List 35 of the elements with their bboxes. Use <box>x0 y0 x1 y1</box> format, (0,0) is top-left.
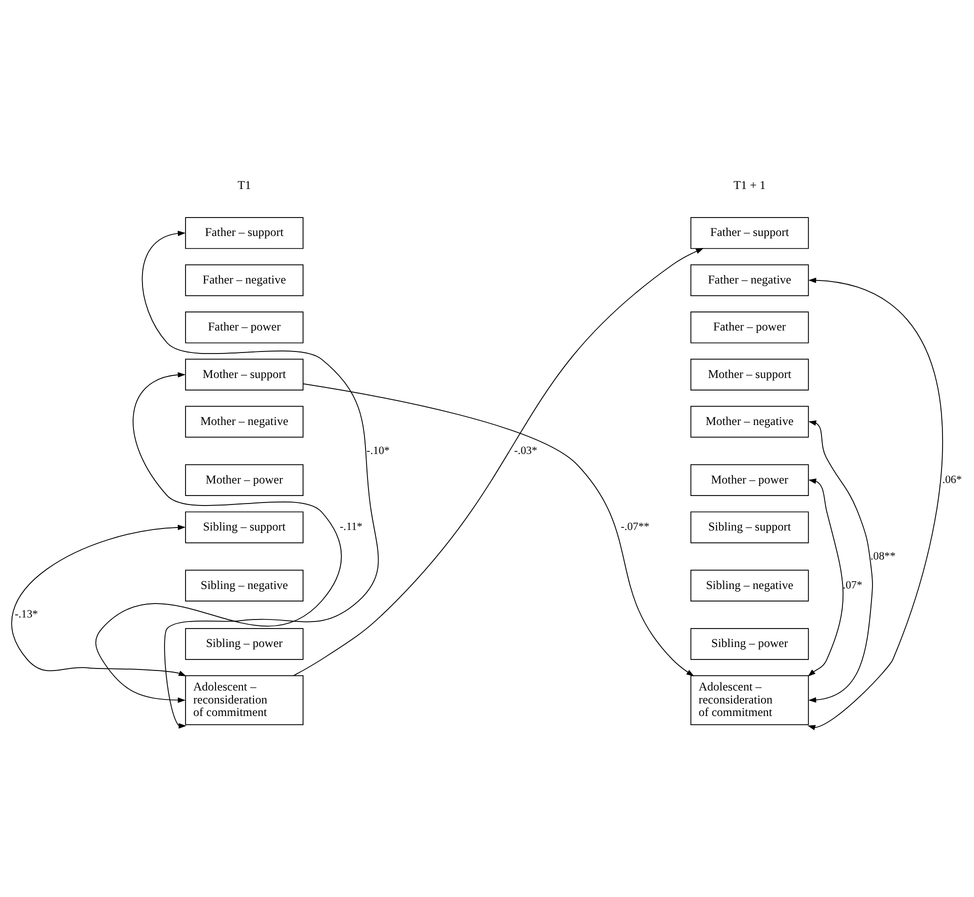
edge-label: .06* <box>942 474 962 486</box>
label: T1 + 1 <box>734 178 766 192</box>
node-box: Sibling – support <box>185 510 304 543</box>
node-box: Sibling – negative <box>185 569 304 602</box>
node-box: Father – support <box>185 216 304 248</box>
edge-label: -.07** <box>620 520 650 533</box>
node-box: Mother – negative <box>185 405 304 438</box>
node-box: Father – power <box>185 311 304 343</box>
arrow <box>808 277 943 730</box>
node-box: Mother – support <box>185 358 304 390</box>
arrow <box>293 248 704 676</box>
node-box: Sibling – support <box>690 510 809 543</box>
node-box: Father – support <box>690 216 809 248</box>
node-box: Father – negative <box>690 264 809 296</box>
node-box: Adolescent – reconsideration of commitment <box>690 674 809 725</box>
arrow <box>302 382 694 676</box>
node-box: Sibling – power <box>690 628 809 660</box>
edge-label: -.13* <box>14 608 38 620</box>
node-box: Mother – power <box>185 464 304 496</box>
arrow <box>11 524 186 676</box>
edge-label: -.11* <box>340 520 363 533</box>
edge-label: .07* <box>842 579 862 592</box>
edge-label: -.10* <box>366 444 390 456</box>
node-box: Father – power <box>690 311 809 343</box>
arrow <box>142 230 379 728</box>
label: T1 <box>238 178 251 192</box>
edge-label: .08** <box>870 550 896 562</box>
node-box: Adolescent – reconsideration of commitment <box>185 674 304 725</box>
arrow <box>808 420 873 702</box>
arrow <box>95 372 342 702</box>
node-box: Sibling – negative <box>690 569 809 602</box>
node-box: Sibling – power <box>185 628 304 660</box>
edge-label: -.03* <box>514 444 538 456</box>
arrow <box>808 478 844 676</box>
node-box: Mother – negative <box>690 405 809 438</box>
